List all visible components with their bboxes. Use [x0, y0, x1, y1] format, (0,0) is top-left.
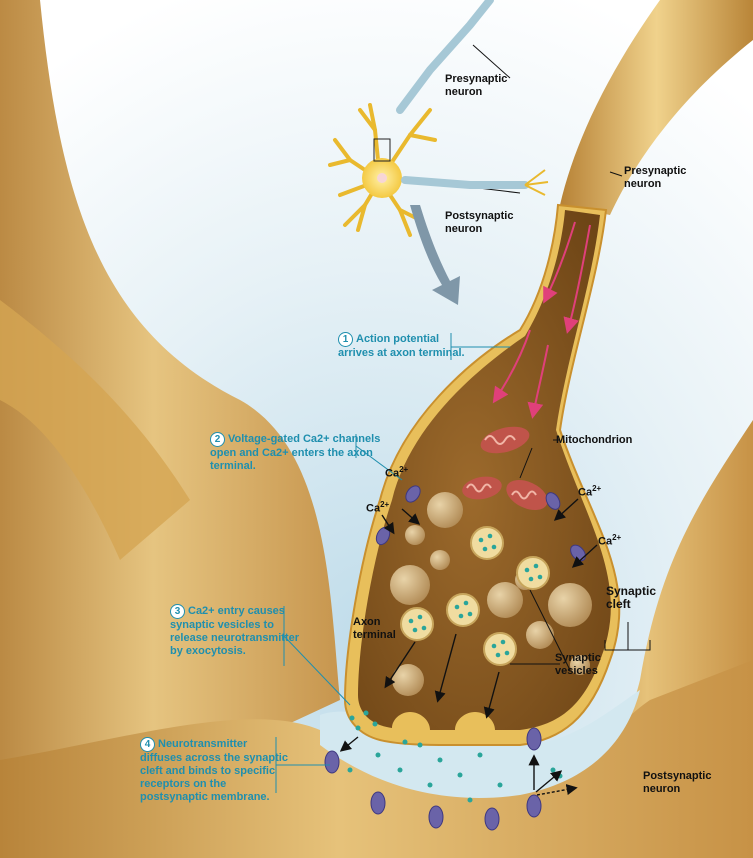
label-mitochondrion: Mitochondrion [556, 434, 633, 446]
ion-label-3: Ca2+ [578, 484, 602, 499]
ion-label-2: Ca2+ [366, 500, 390, 515]
mitochondrion-2 [462, 476, 502, 500]
inset-neuron [328, 0, 549, 237]
step-leader-lines [275, 333, 510, 793]
step-1-number: 1 [338, 332, 353, 347]
mitochondrion-1 [480, 426, 530, 454]
postsynaptic-branch-left [0, 300, 190, 560]
action-potential-arrows [492, 221, 591, 419]
step-2-number: 2 [210, 432, 225, 447]
pointer-arrows [339, 498, 598, 796]
synaptic-vesicles-filled [400, 526, 550, 666]
ion-label-4: Ca2+ [598, 533, 622, 548]
step-3-number: 3 [170, 604, 185, 619]
postsynaptic-receptors [324, 727, 542, 831]
leader-lines [469, 44, 651, 671]
mitochondrion-3 [506, 479, 548, 511]
ion-label-1: Ca2+ [385, 465, 409, 480]
step-4-number: 4 [140, 737, 155, 752]
postsynaptic-dendrite-left [0, 0, 340, 858]
zoom-arrow [410, 205, 460, 305]
vesicles-plain [390, 492, 592, 696]
presynaptic-axon [560, 0, 753, 215]
postsynaptic-membrane [0, 660, 753, 858]
